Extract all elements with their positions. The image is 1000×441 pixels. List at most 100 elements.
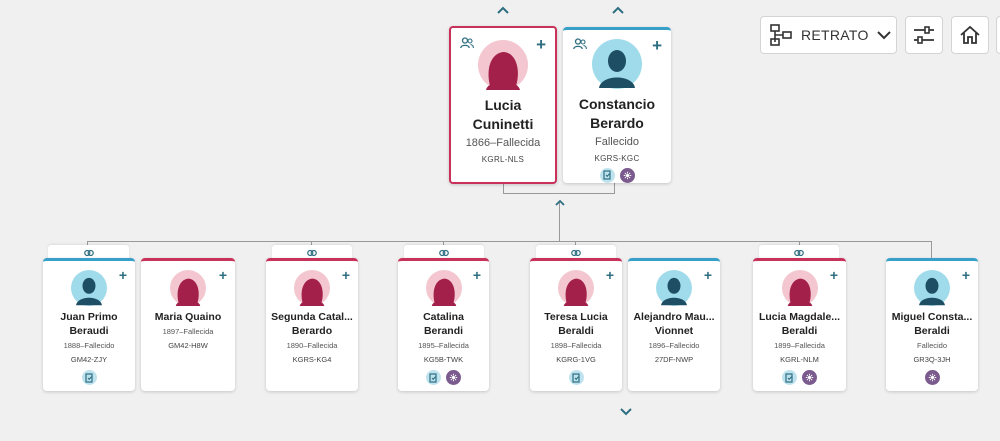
person-name-line: Teresa Lucia [544, 311, 608, 323]
couple-tab[interactable] [272, 245, 352, 261]
person-id: KGRL-NLS [481, 154, 525, 164]
view-selector[interactable]: RETRATO [760, 16, 897, 54]
memories-icon[interactable] [619, 167, 635, 183]
family-group-icon[interactable] [573, 38, 587, 50]
female-avatar-icon [170, 270, 206, 306]
person-id: KGRL-NLM [780, 355, 819, 365]
person-card-juan-primo-beraudi[interactable]: + Juan Primo Beraudi 1888–Fallecido GM42… [43, 258, 135, 391]
person-name-line: Beraldi [558, 325, 594, 338]
add-person-icon[interactable]: + [118, 267, 127, 283]
person-id: GM42-ZJY [70, 355, 108, 365]
person-name: Juan Primo Beraudi [43, 310, 135, 338]
person-card-miguel-beraldi[interactable]: + Miguel Consta... Beraldi Fallecido GR3… [886, 258, 978, 391]
person-card-lucia-cuninetti[interactable]: + Lucia Cuninetti 1866–Fallecida KGRL-NL… [449, 26, 557, 184]
sources-icon[interactable] [568, 370, 584, 386]
collapse-up-icon[interactable] [554, 198, 566, 206]
person-card-segunda-berardo[interactable]: + Segunda Catal... Berardo 1890–Fallecid… [266, 258, 358, 391]
person-card-catalina-berandi[interactable]: + Catalina Berandi 1895–Fallecida KG5B-T… [398, 258, 489, 391]
home-button[interactable] [951, 16, 989, 54]
person-card-teresa-lucia-beraldi[interactable]: + Teresa Lucia Beraldi 1898–Fallecida KG… [530, 258, 622, 391]
expand-up-icon[interactable] [612, 6, 624, 14]
person-name: Maria Quaino [141, 310, 235, 324]
person-id: KG5B-TWK [423, 355, 464, 365]
female-avatar-icon [781, 270, 818, 306]
add-person-icon[interactable]: + [829, 267, 838, 283]
couple-rings-icon [439, 249, 449, 257]
person-card-alejandro-vionnet[interactable]: + Alejandro Mau... Vionnet 1896–Fallecid… [628, 258, 720, 391]
person-name: Lucia Cuninetti [451, 96, 555, 134]
add-person-icon[interactable]: + [961, 267, 970, 283]
person-name: Alejandro Mau... Vionnet [628, 310, 720, 338]
couple-tab[interactable] [404, 245, 484, 261]
toolbar-overflow[interactable] [996, 16, 1000, 54]
add-person-icon[interactable]: + [472, 267, 481, 283]
record-badges [43, 370, 135, 386]
female-avatar-icon [294, 270, 330, 306]
person-name: Catalina Berandi [398, 310, 489, 338]
person-dates: 1897–Fallecida [162, 327, 214, 337]
male-avatar-icon [71, 270, 107, 306]
person-card-lucia-magdalena-beraldi[interactable]: + Lucia Magdale... Beraldi 1899–Fallecid… [753, 258, 846, 391]
female-avatar-icon [425, 270, 462, 306]
person-name-line: Maria Quaino [154, 311, 222, 323]
person-dates: 1890–Fallecida [286, 341, 338, 351]
add-person-icon[interactable]: + [605, 267, 614, 283]
person-id: KGRG-1VG [556, 355, 596, 365]
couple-rings-icon [83, 249, 94, 257]
person-name-line: Segunda Catal... [271, 311, 353, 323]
family-group-icon[interactable] [460, 37, 474, 49]
couple-rings-icon [307, 249, 317, 257]
male-avatar-icon [914, 270, 950, 306]
home-icon [960, 25, 980, 44]
couple-tab[interactable] [759, 245, 839, 261]
add-person-icon[interactable]: + [218, 267, 227, 283]
person-dates: 1888–Fallecido [63, 341, 115, 351]
couple-rings-icon [571, 249, 581, 257]
sources-icon[interactable] [599, 167, 615, 183]
female-avatar-icon [478, 40, 528, 90]
male-avatar-icon [656, 270, 692, 306]
record-badges [398, 370, 489, 386]
person-name: Constancio Berardo [563, 95, 671, 133]
person-name-line: Catalina [423, 311, 464, 323]
person-name-line: Vionnet [654, 325, 694, 338]
record-badges [886, 370, 978, 386]
memories-icon[interactable] [802, 370, 817, 386]
couple-tab[interactable] [48, 245, 129, 261]
sources-icon[interactable] [81, 370, 97, 386]
person-name: Miguel Consta... Beraldi [886, 310, 978, 338]
record-badges [753, 370, 846, 386]
person-name-line: Alejandro Mau... [633, 311, 715, 323]
person-name-line: Cuninetti [472, 115, 534, 132]
male-avatar-icon [592, 39, 642, 89]
person-card-constancio-berardo[interactable]: + Constancio Berardo Fallecido KGRS-KGC [563, 27, 671, 183]
person-dates: Fallecido [916, 341, 947, 351]
couple-tab[interactable] [536, 245, 616, 261]
person-name-line: Lucia Magdale... [758, 311, 841, 323]
person-dates: 1896–Fallecido [648, 341, 700, 351]
person-name-line: Lucia [484, 97, 522, 113]
memories-icon[interactable] [924, 370, 940, 386]
person-dates: 1898–Fallecida [550, 341, 602, 351]
sources-icon[interactable] [782, 370, 797, 386]
person-card-maria-quaino[interactable]: + Maria Quaino 1897–Fallecida GM42-H8W [141, 258, 235, 391]
person-dates: 1895–Fallecida [418, 341, 469, 351]
expand-up-icon[interactable] [497, 6, 509, 14]
add-person-icon[interactable]: + [652, 36, 662, 55]
chevron-down-icon [876, 31, 891, 40]
person-id: GR3Q-3JH [913, 355, 951, 365]
person-name-line: Berardo [590, 114, 644, 131]
add-person-icon[interactable]: + [341, 267, 350, 283]
person-dates: Fallecido [594, 135, 640, 148]
sources-icon[interactable] [426, 370, 441, 386]
person-name-line: Beraldi [914, 325, 950, 338]
add-person-icon[interactable]: + [536, 35, 546, 54]
memories-icon[interactable] [446, 370, 461, 386]
expand-down-icon[interactable] [620, 408, 632, 416]
person-name: Lucia Magdale... Beraldi [753, 310, 846, 338]
couple-rings-icon [794, 249, 804, 257]
tree-view-icon [770, 24, 792, 46]
settings-button[interactable] [905, 16, 943, 54]
person-id: KGRS-KG4 [292, 355, 332, 365]
add-person-icon[interactable]: + [703, 267, 712, 283]
